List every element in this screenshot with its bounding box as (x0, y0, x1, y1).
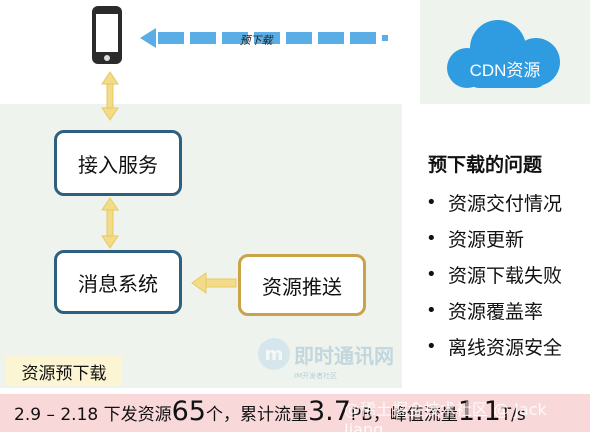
issue-item: •资源交付情况 (426, 191, 563, 215)
issues-list: •资源交付情况 •资源更新 •资源下载失败 •资源覆盖率 •离线资源安全 (426, 184, 562, 364)
stats-bar: 2.9 – 2.18 下发资源 65 个，累计流量 3.7 PB，峰值流量 1.… (0, 394, 590, 432)
cdn-label: CDN资源 (470, 61, 541, 80)
section-tag: 资源预下载 (6, 356, 122, 386)
phone-icon (92, 6, 122, 64)
stats-peak-value: 1.1 (457, 396, 501, 427)
stats-range: 2.9 – 2.18 下发资源 (14, 405, 172, 425)
stats-count: 65 (171, 396, 206, 427)
issue-item: •资源覆盖率 (426, 299, 544, 323)
issues-title: 预下载的问题 (428, 154, 543, 176)
arrow-push-message (191, 272, 237, 294)
cloud-icon (447, 20, 560, 88)
watermark-text: 即时通讯网 (294, 343, 394, 368)
issue-item: •离线资源安全 (426, 335, 563, 359)
watermark-badge-icon: m (258, 338, 290, 370)
stats-count-unit: 个，累计流量 (205, 405, 308, 425)
arrow-phone-access (101, 71, 119, 121)
issue-item: •资源下载失败 (426, 263, 563, 287)
stats-traffic-value: 3.7 (307, 396, 351, 427)
watermark-sub: IM开发者社区 (294, 372, 338, 380)
arrow-access-message (101, 197, 119, 249)
access-service-box: 接入服务 (54, 130, 182, 196)
watermark-logo: m 即时通讯网 (258, 338, 394, 370)
issue-item: •资源更新 (426, 227, 525, 251)
stats-peak-unit: T/s (500, 405, 526, 425)
resource-push-box: 资源推送 (238, 254, 366, 316)
arrow-label: 预下载 (239, 34, 273, 47)
download-arrow (140, 28, 388, 48)
message-system-box: 消息系统 (54, 250, 182, 314)
watermark-credit: @稀土掘金技术社区 @ Jack Jiang (344, 400, 547, 432)
stats-traffic-unit: PB，峰值流量 (350, 405, 458, 425)
